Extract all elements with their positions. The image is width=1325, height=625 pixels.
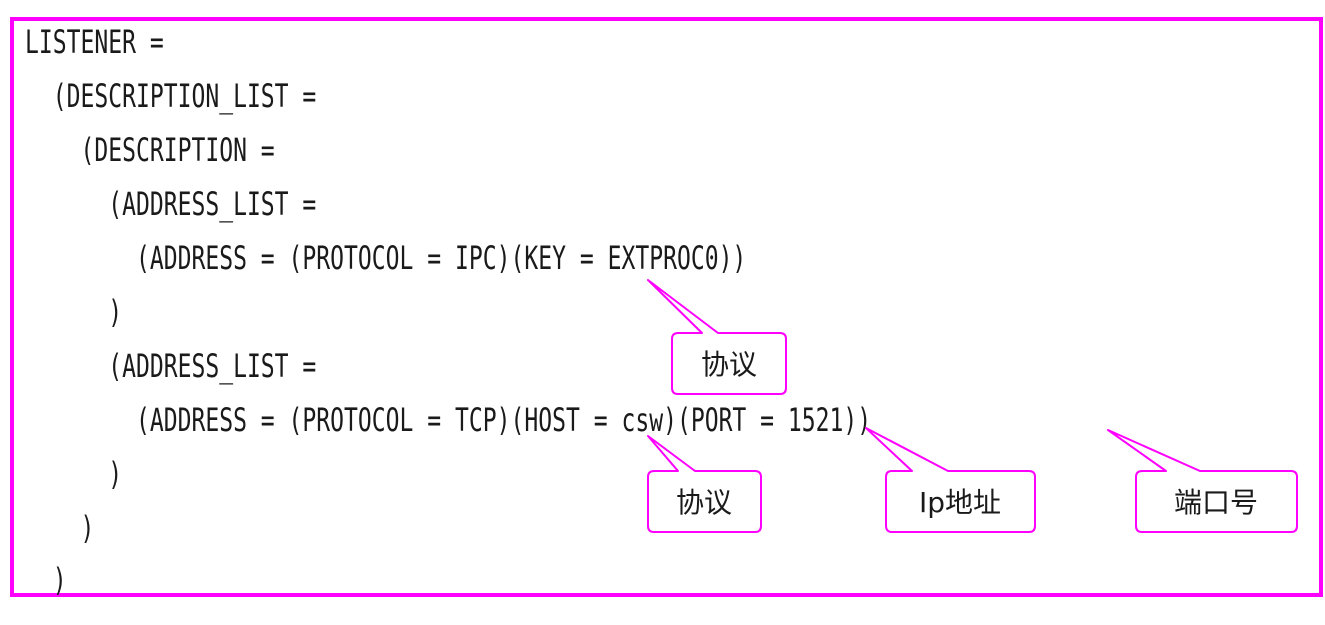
code-line-7: (ADDRESS_LIST =: [25, 347, 317, 385]
code-line-3: (DESCRIPTION =: [25, 131, 275, 169]
code-line-6: ): [25, 293, 123, 331]
code-line-2: (DESCRIPTION_LIST =: [25, 77, 317, 115]
code-line-5: (ADDRESS = (PROTOCOL = IPC)(KEY = EXTPRO…: [25, 239, 747, 277]
code-line-1: LISTENER =: [25, 23, 164, 61]
code-line-4: (ADDRESS_LIST =: [25, 185, 317, 223]
code-line-9: ): [25, 455, 123, 493]
listener-config-code: LISTENER = (DESCRIPTION_LIST = (DESCRIPT…: [0, 0, 871, 599]
code-line-11: ): [25, 561, 67, 599]
code-line-10: ): [25, 509, 95, 547]
code-line-8: (ADDRESS = (PROTOCOL = TCP)(HOST = csw)(…: [25, 401, 872, 439]
